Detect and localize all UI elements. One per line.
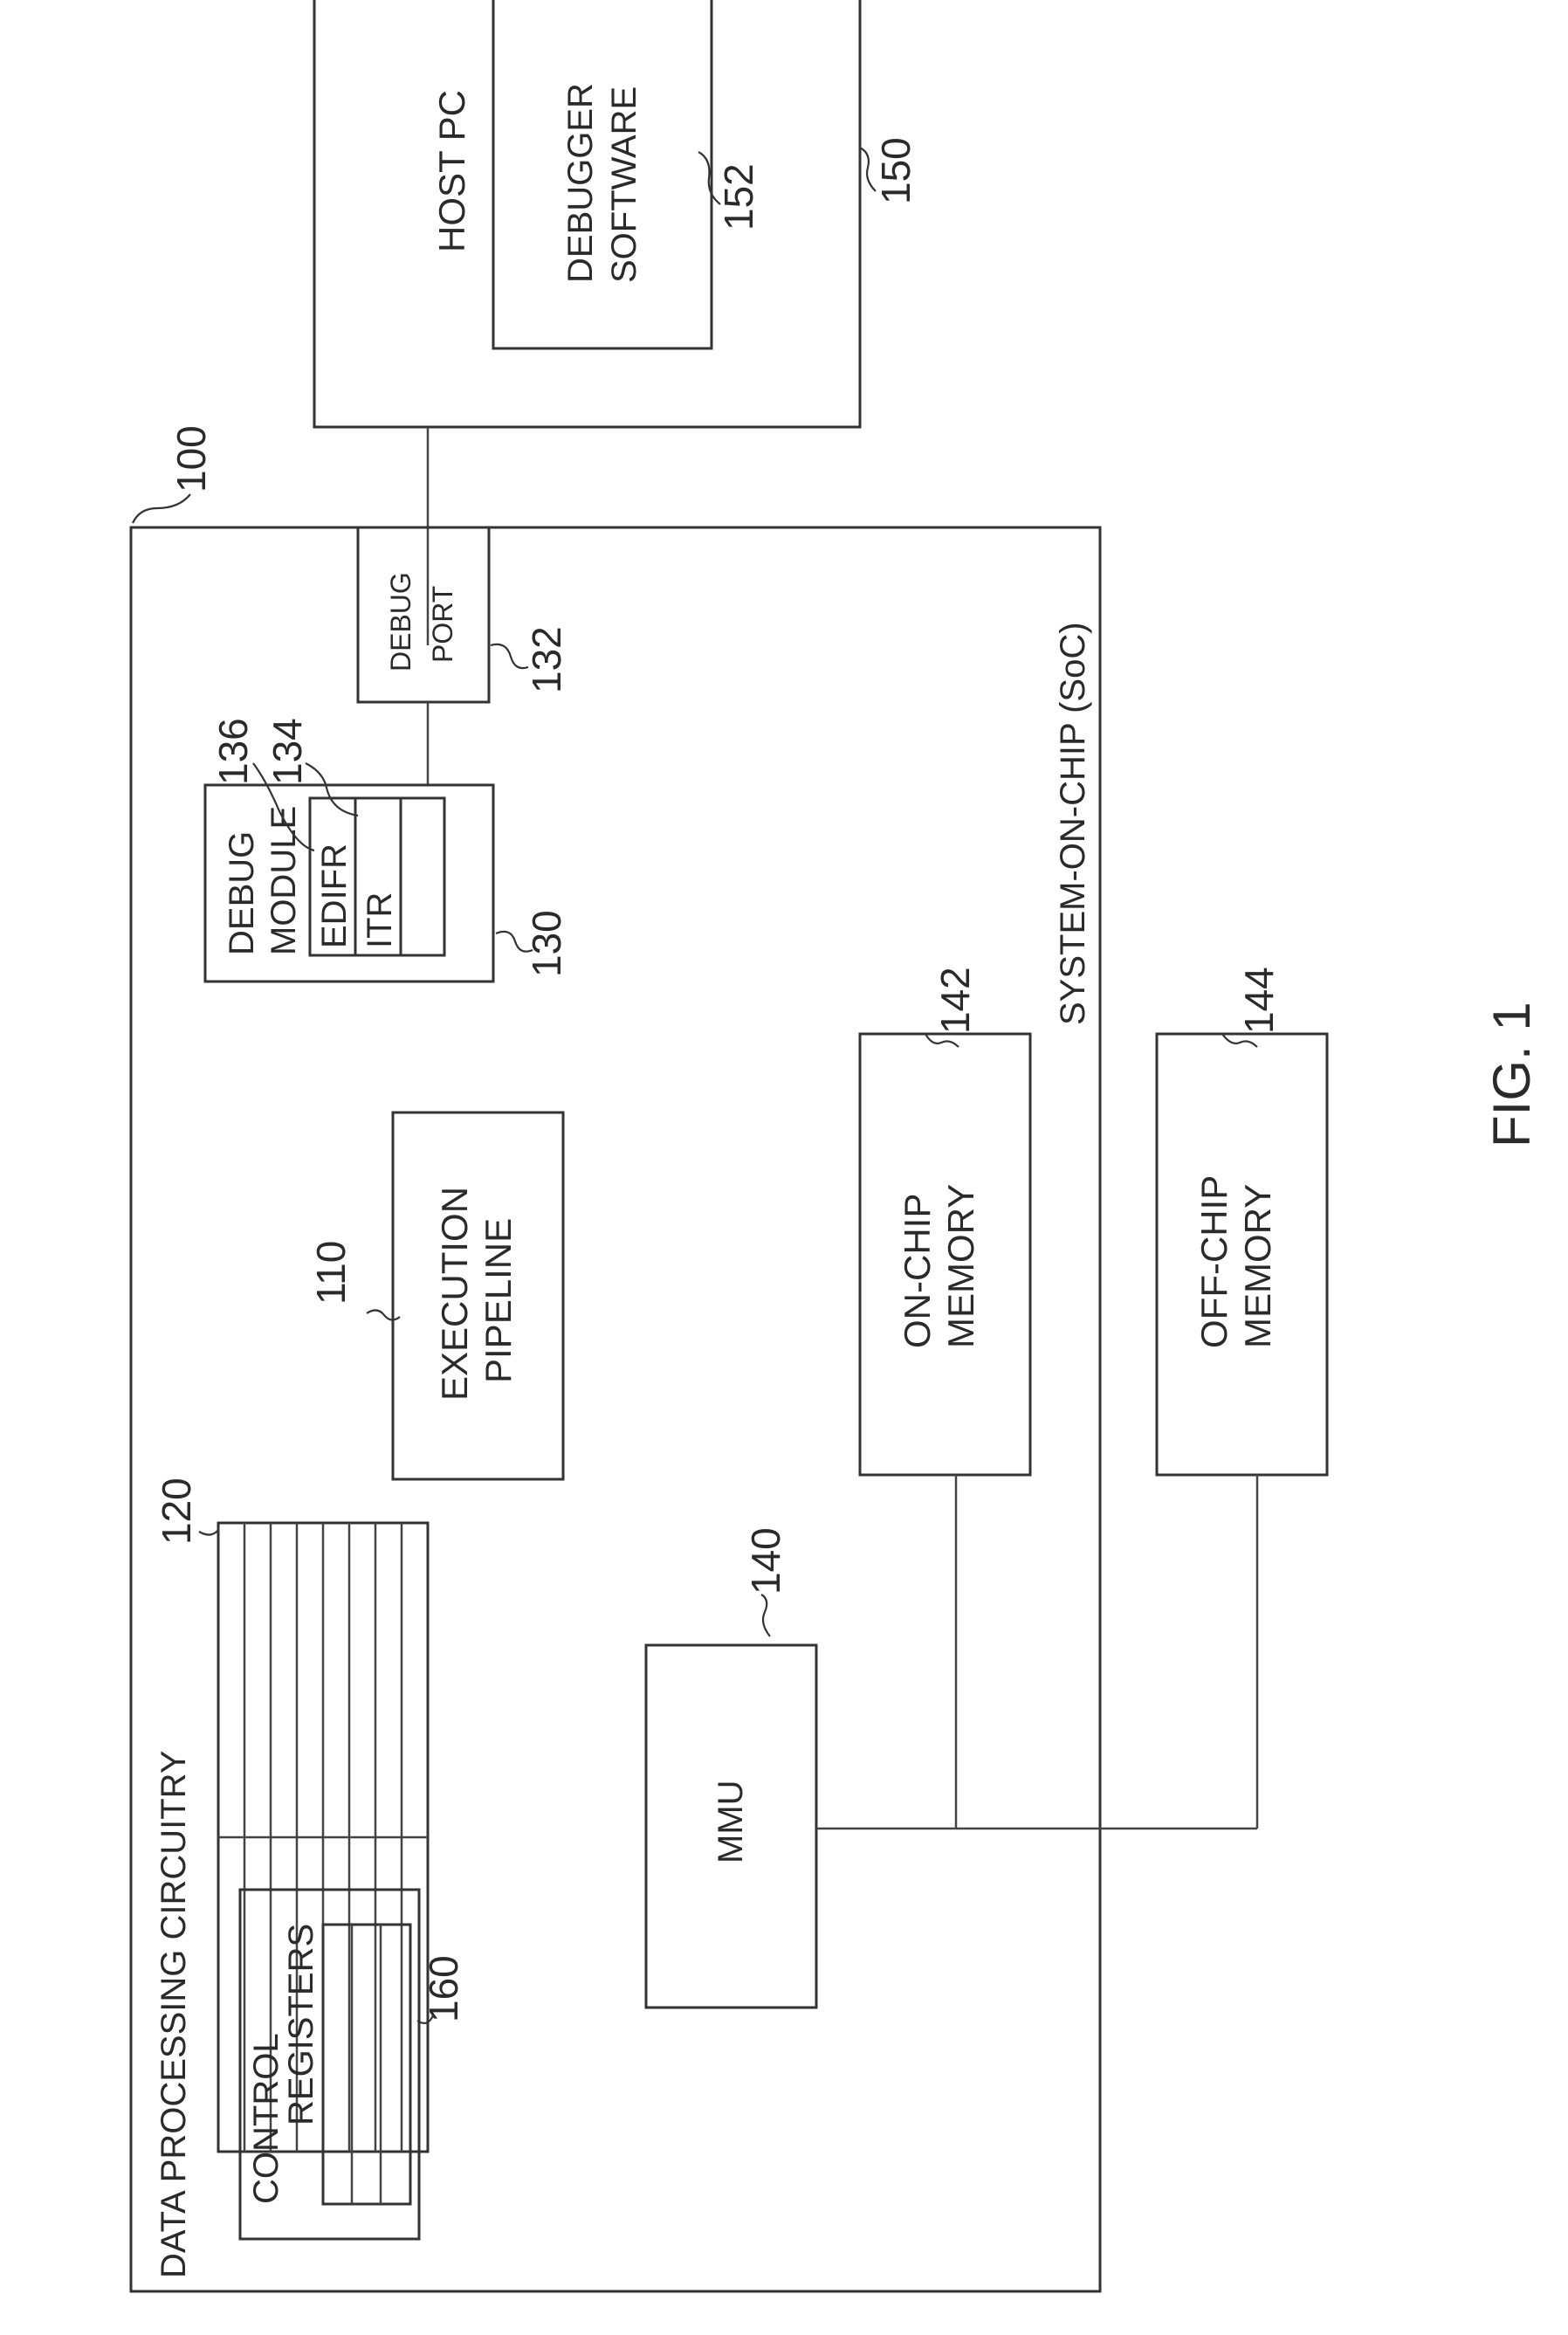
soc-boundary <box>131 527 1100 2291</box>
on-chip-memory-line2: MEMORY <box>940 1184 981 1348</box>
rotated-diagram-group: DATA PROCESSING CIRCUITRY SYSTEM-ON-CHIP… <box>131 0 1541 2291</box>
debug-module-line2: MODULE <box>265 806 303 955</box>
soc-bottom-label: SYSTEM-ON-CHIP (SoC) <box>1054 622 1092 1025</box>
debugger-software-line2: SOFTWARE <box>605 86 643 283</box>
soc-ref: 100 <box>168 425 214 492</box>
debug-port-ref: 132 <box>524 626 569 693</box>
debug-module-ref: 130 <box>524 910 569 977</box>
host-pc-label: HOST PC <box>431 90 472 252</box>
edifr-ref: 136 <box>210 718 256 785</box>
control-registers-line1: CONTROL <box>247 2033 285 2204</box>
debug-module-line1: DEBUG <box>223 831 261 955</box>
soc-ref-leader <box>133 494 190 523</box>
register-file-ref-leader <box>199 1530 218 1535</box>
itr-ref-leader <box>306 763 358 816</box>
mmu-ref-leader <box>761 1595 770 1636</box>
debugger-software-line1: DEBUGGER <box>561 83 600 283</box>
debugger-software-box <box>493 0 712 348</box>
control-registers-line2: REGISTERS <box>282 1924 320 2125</box>
mmu-ref: 140 <box>743 1527 788 1595</box>
execution-pipeline-ref-leader <box>367 1310 400 1319</box>
debug-port-line1: DEBUG <box>385 572 416 672</box>
figure-caption: FIG. 1 <box>1482 1002 1541 1147</box>
execution-pipeline-line1: EXECUTION <box>434 1187 475 1401</box>
control-registers-ref: 160 <box>421 1955 466 2022</box>
on-chip-memory-line1: ON-CHIP <box>897 1194 938 1348</box>
host-pc-ref: 150 <box>873 137 918 204</box>
execution-pipeline-line2: PIPELINE <box>478 1218 519 1383</box>
on-chip-memory-ref-leader <box>925 1034 959 1047</box>
debug-port-line2: PORT <box>427 586 458 663</box>
debug-module-spare-register <box>401 798 444 955</box>
mmu-label: MMU <box>712 1780 750 1863</box>
off-chip-memory-ref: 144 <box>1236 967 1282 1034</box>
itr-ref: 134 <box>265 718 310 785</box>
itr-label: ITR <box>361 892 399 948</box>
control-registers-grid <box>323 1925 410 2204</box>
on-chip-memory-ref: 142 <box>932 967 978 1034</box>
debugger-software-ref: 152 <box>716 163 761 231</box>
soc-top-label: DATA PROCESSING CIRCUITRY <box>155 1750 193 2278</box>
debug-port-ref-leader <box>491 644 528 668</box>
memory-bus <box>816 1475 1257 1829</box>
execution-pipeline-ref: 110 <box>308 1241 354 1305</box>
edifr-label: EDIFR <box>315 844 354 948</box>
off-chip-memory-line2: MEMORY <box>1237 1184 1278 1348</box>
off-chip-memory-ref-leader <box>1222 1034 1257 1047</box>
register-file-ref: 120 <box>154 1477 199 1545</box>
off-chip-memory-line1: OFF-CHIP <box>1193 1175 1234 1348</box>
debug-port-box <box>358 527 489 702</box>
